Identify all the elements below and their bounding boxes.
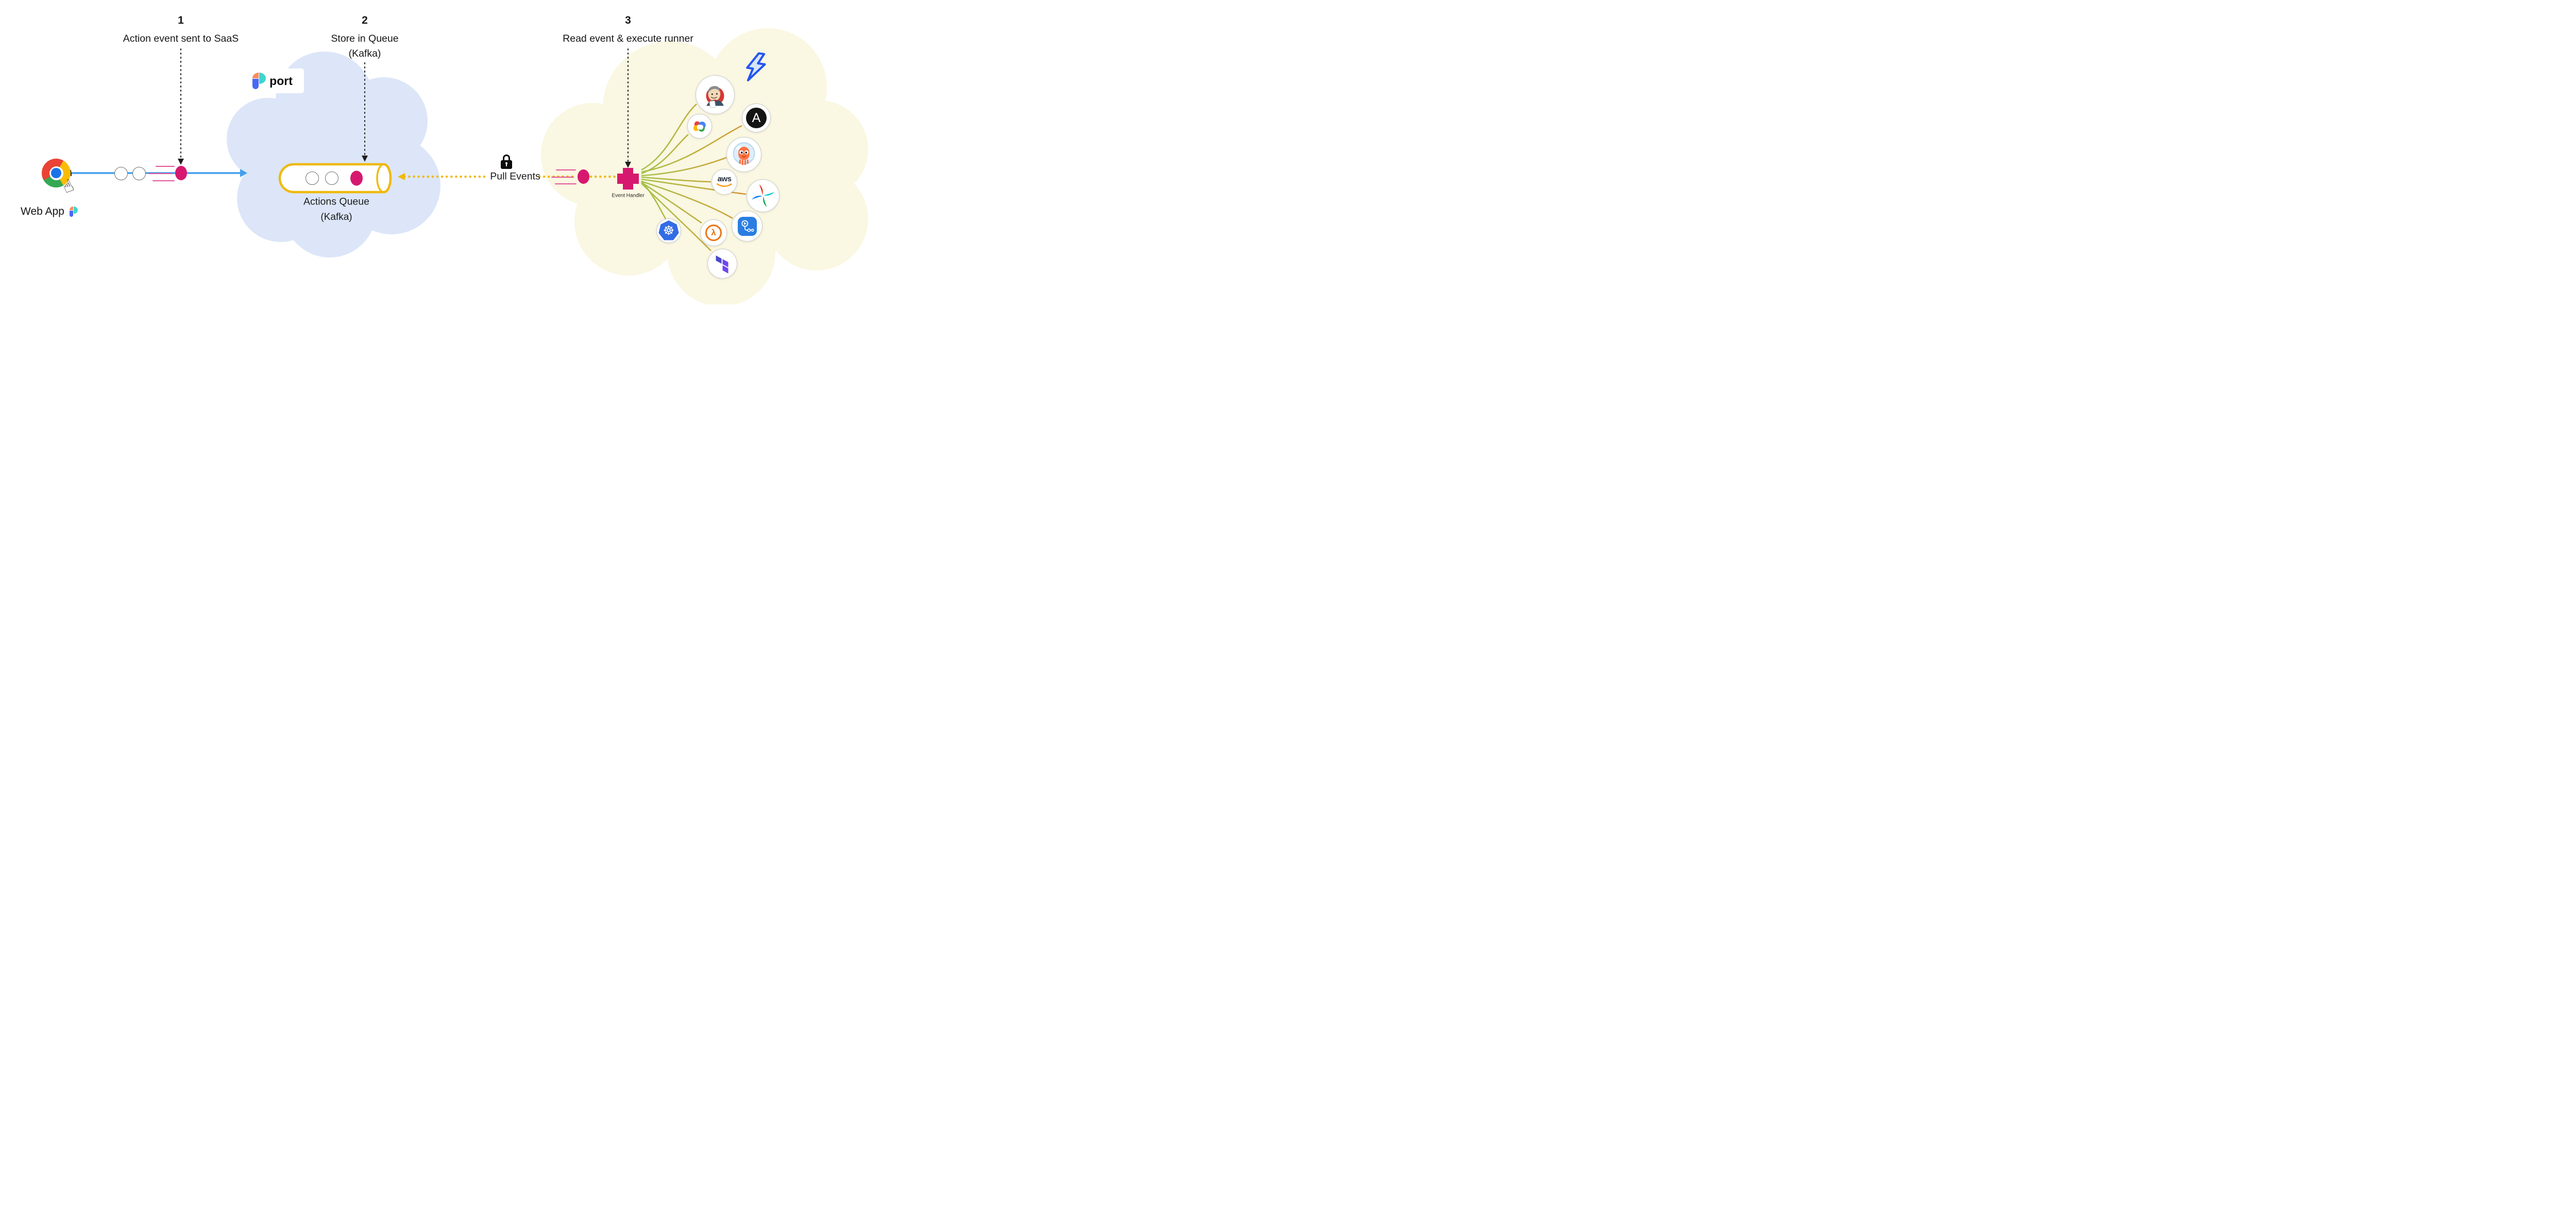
port-logo-icon: [252, 73, 266, 89]
step-2-sublabel: (Kafka): [348, 48, 381, 60]
step-2-label: Store in Queue: [331, 33, 399, 44]
step2-arrowhead: [362, 156, 368, 162]
github-actions-icon[interactable]: [732, 211, 762, 242]
pull-events-arrowhead: [398, 173, 405, 180]
step-1: 1 Action event sent to SaaS: [123, 14, 239, 46]
step-3: 3 Read event & execute runner: [563, 14, 693, 46]
queue-slot-empty: [306, 172, 319, 185]
lock-icon: [501, 155, 512, 169]
kubernetes-wheel-glyph: ☸: [663, 224, 675, 238]
port-mini-logo-icon: [69, 207, 78, 217]
queue-slot-empty: [325, 172, 338, 185]
step-1-number: 1: [178, 14, 184, 26]
lightning-bolt-icon: [746, 52, 766, 81]
connectors-layer: [57, 48, 747, 251]
aws-lambda-icon[interactable]: λ: [700, 219, 727, 246]
queue-subtitle: (Kafka): [320, 212, 352, 222]
step-3-number: 3: [625, 14, 631, 26]
step3-arrowhead: [625, 162, 631, 168]
event2-motion-lines: [551, 169, 577, 184]
port-wordmark: port: [269, 74, 293, 88]
google-cloud-icon[interactable]: [687, 114, 712, 139]
queued-event-dot: [350, 170, 363, 186]
event1-motion-lines: [148, 166, 175, 181]
empty-event-slot: [114, 167, 128, 180]
argo-icon[interactable]: [726, 137, 761, 172]
actions-queue-cylinder: [278, 163, 392, 194]
web-app-caption: Web App: [21, 205, 78, 218]
step-2: 2 Store in Queue (Kafka): [331, 14, 398, 62]
pulled-event-dot: [578, 169, 589, 184]
runner-fan-lines: [641, 104, 747, 251]
terraform-icon[interactable]: [707, 249, 737, 279]
jenkins-icon[interactable]: [696, 75, 735, 114]
aws-icon[interactable]: aws: [711, 169, 737, 195]
ansible-icon[interactable]: A: [742, 104, 771, 132]
ansible-letter: A: [752, 110, 761, 125]
step-2-number: 2: [362, 14, 368, 26]
event-handler-icon: [617, 168, 639, 190]
webapp-arrowhead: [240, 169, 247, 177]
step1-arrowhead: [178, 159, 184, 165]
queue-title: Actions Queue: [303, 196, 369, 208]
step-3-label: Read event & execute runner: [563, 33, 693, 44]
web-app-label: Web App: [21, 205, 64, 217]
action-event-dot: [175, 166, 187, 180]
diagram-canvas: 1 Action event sent to SaaS 2 Store in Q…: [0, 0, 872, 304]
port-logo: port: [241, 68, 304, 93]
lambda-glyph: λ: [711, 228, 716, 237]
chrome-browser-icon[interactable]: [42, 159, 71, 187]
event-handler-label: Event Handler: [612, 193, 645, 199]
step-1-label: Action event sent to SaaS: [123, 33, 239, 44]
aws-wordmark: aws: [717, 175, 732, 183]
kubernetes-icon[interactable]: ☸: [656, 218, 681, 243]
empty-event-slot: [132, 167, 146, 180]
airflow-icon[interactable]: [747, 179, 779, 212]
pull-events-label: Pull Events: [490, 170, 540, 182]
